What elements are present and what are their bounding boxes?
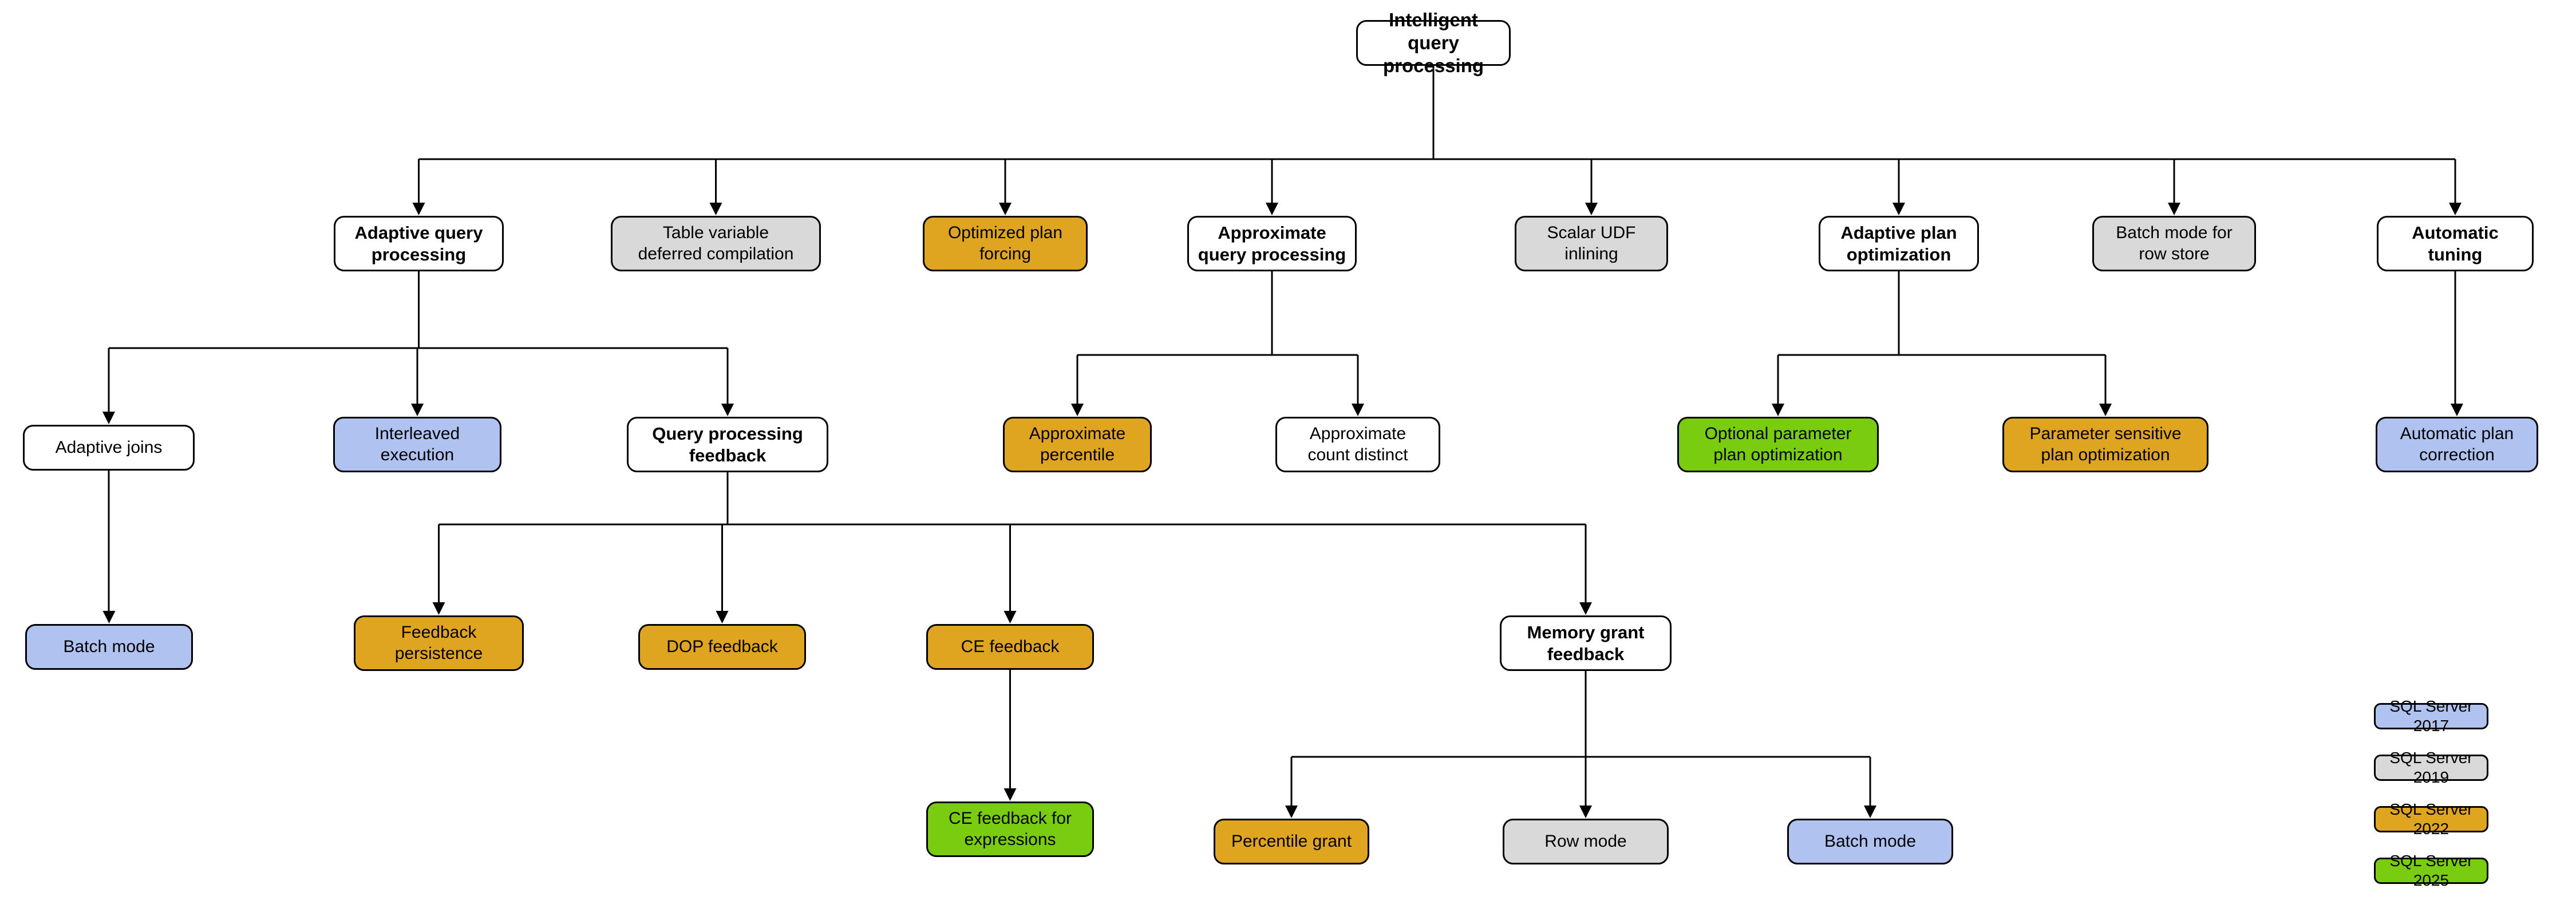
arrow-pctgrant — [1285, 806, 1298, 818]
arrow-qpf — [721, 404, 734, 416]
arrow-batchmode2 — [1864, 806, 1876, 818]
node-oppo[interactable]: Optional parameter plan optimization — [1677, 417, 1879, 472]
node-autotune[interactable]: Automatic tuning — [2377, 216, 2534, 271]
node-root[interactable]: Intelligent query processing — [1356, 9, 1511, 76]
legend-item-0: SQL Server 2017 — [2374, 697, 2488, 735]
arrow-opf — [999, 203, 1012, 215]
arrow-cefb — [1003, 611, 1017, 623]
arrow-tvdc — [709, 203, 722, 215]
arrow-batchmode1 — [102, 611, 116, 623]
legend-item-3: SQL Server 2025 — [2374, 852, 2488, 889]
node-batchmode2[interactable]: Batch mode — [1787, 819, 1953, 864]
node-sudf[interactable]: Scalar UDF inlining — [1515, 216, 1668, 271]
node-apc[interactable]: Automatic plan correction — [2376, 417, 2538, 472]
arrow-interleaved — [411, 404, 424, 416]
node-acd[interactable]: Approximate count distinct — [1275, 417, 1440, 472]
arrow-fbpers — [432, 602, 445, 615]
legend-item-1: SQL Server 2019 — [2374, 749, 2488, 786]
arrow-cefbexpr — [1003, 788, 1017, 801]
node-cefb[interactable]: CE feedback — [926, 624, 1094, 670]
node-cefbexpr[interactable]: CE feedback for expressions — [926, 802, 1094, 857]
arrow-sudf — [1585, 203, 1598, 215]
node-qpf[interactable]: Query processing feedback — [627, 417, 828, 472]
node-aqp[interactable]: Adaptive query processing — [334, 216, 504, 271]
node-appqp[interactable]: Approximate query processing — [1187, 216, 1357, 271]
arrow-autotune — [2449, 203, 2462, 215]
node-opf[interactable]: Optimized plan forcing — [923, 216, 1088, 271]
node-ajoins[interactable]: Adaptive joins — [23, 425, 195, 471]
arrow-rowmode — [1579, 806, 1592, 818]
arrow-oppo — [1772, 404, 1784, 416]
node-pspo[interactable]: Parameter sensitive plan optimization — [2002, 417, 2208, 472]
arrow-mgf — [1579, 602, 1592, 615]
arrow-aqp — [412, 203, 425, 215]
node-fbpers[interactable]: Feedback persistence — [354, 615, 524, 671]
node-mgf[interactable]: Memory grant feedback — [1500, 615, 1672, 671]
node-rowmode[interactable]: Row mode — [1503, 819, 1669, 864]
arrow-apc — [2451, 404, 2463, 416]
legend-item-2: SQL Server 2022 — [2374, 800, 2488, 838]
node-appct[interactable]: Approximate percentile — [1003, 417, 1152, 472]
arrow-apo — [1893, 203, 1905, 215]
node-bmrs[interactable]: Batch mode for row store — [2092, 216, 2256, 271]
arrow-pspo — [2099, 404, 2112, 416]
arrow-appqp — [1266, 203, 1278, 215]
node-interleaved[interactable]: Interleaved execution — [333, 417, 501, 472]
arrow-appct — [1071, 404, 1084, 416]
node-apo[interactable]: Adaptive plan optimization — [1819, 216, 1979, 271]
arrow-ajoins — [102, 412, 115, 424]
arrow-acd — [1352, 404, 1364, 416]
node-dopfb[interactable]: DOP feedback — [638, 624, 806, 670]
node-batchmode1[interactable]: Batch mode — [25, 624, 193, 670]
node-pctgrant[interactable]: Percentile grant — [1214, 819, 1369, 864]
node-tvdc[interactable]: Table variable deferred compilation — [611, 216, 821, 271]
arrow-dopfb — [716, 611, 729, 623]
arrow-bmrs — [2168, 203, 2180, 215]
